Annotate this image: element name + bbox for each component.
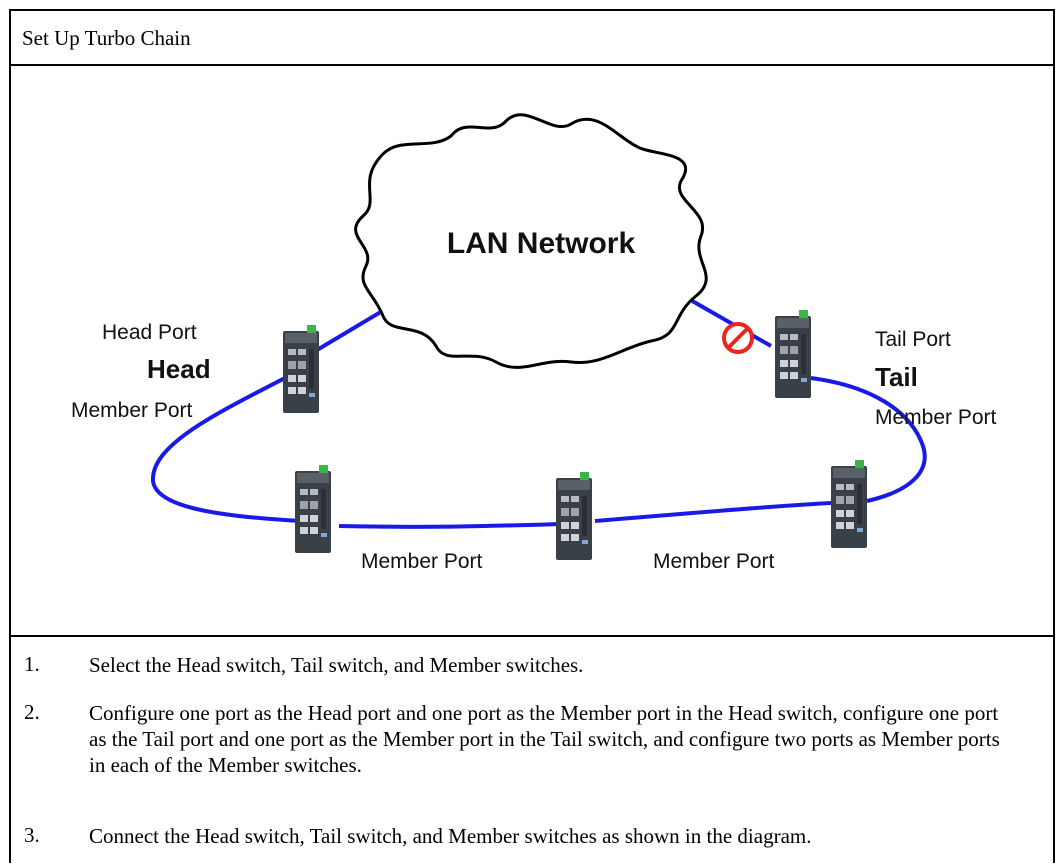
tail-member-link [810, 376, 927, 503]
member-port-label-2: Member Port [653, 550, 775, 573]
head-member-port-label: Member Port [71, 399, 193, 422]
chain-links [150, 296, 927, 529]
diagram-panel: LAN Network Head Port Head Member Port T… [11, 66, 1053, 637]
member-switch-3 [831, 460, 867, 548]
step-text: Connect the Head switch, Tail switch, an… [89, 824, 812, 848]
member-switch-1 [295, 465, 331, 553]
cloud-label: LAN Network [447, 227, 636, 260]
tail-switch [775, 310, 811, 398]
step-text: Select the Head switch, Tail switch, and… [89, 653, 584, 677]
step-number: 1. [24, 652, 40, 676]
step-number: 2. [24, 700, 40, 724]
title-row: Set Up Turbo Chain [11, 11, 1053, 66]
member-port-label-1: Member Port [361, 550, 483, 573]
member-link-1 [338, 522, 562, 529]
tail-port-label: Tail Port [875, 328, 951, 351]
tail-member-port-label: Member Port [875, 406, 997, 429]
turbo-chain-diagram: LAN Network Head Port Head Member Port T… [71, 113, 997, 573]
head-switch [283, 325, 319, 413]
tail-uplink [686, 296, 772, 348]
head-port-label: Head Port [102, 321, 197, 344]
blocked-link-icon [722, 322, 754, 354]
lan-cloud [354, 113, 708, 369]
member-switch-2 [556, 472, 592, 560]
step-number: 3. [24, 823, 40, 847]
tail-label: Tail [875, 362, 918, 392]
step-text: Configure one port as the Head port and … [89, 701, 1000, 777]
page-title: Set Up Turbo Chain [22, 26, 191, 50]
member-link-2 [594, 501, 832, 523]
turbo-chain-table: Set Up Turbo Chain [9, 9, 1055, 863]
head-member-link [150, 376, 302, 523]
head-label: Head [147, 354, 211, 384]
